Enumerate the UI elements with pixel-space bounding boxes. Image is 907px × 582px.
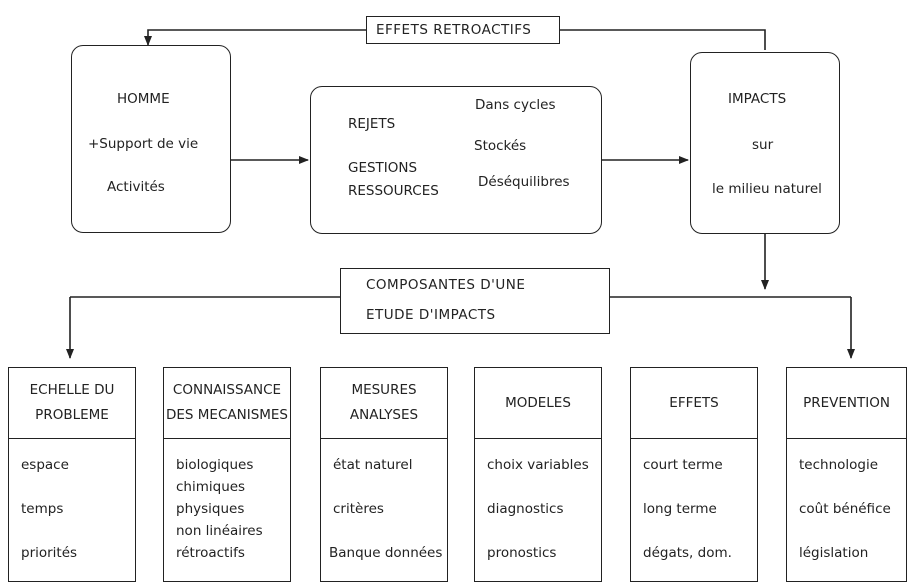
category-effets: EFFETS court terme long terme dégats, do… (630, 367, 758, 582)
category-prevention: PREVENTION technologie coût bénéfice lég… (786, 367, 907, 582)
category-heading: EFFETS (669, 394, 719, 411)
category-heading: PREVENTION (803, 394, 890, 411)
feedback-arrow (144, 29, 366, 46)
category-heading: ECHELLE DU (29, 382, 115, 398)
homme-support: +Support de vie (88, 136, 199, 152)
category-connaissance: CONNAISSANCE DES MECANISMES biologiques c… (163, 367, 291, 582)
category-item: temps (21, 501, 64, 517)
composantes-line1: COMPOSANTES D'UNE (366, 277, 526, 293)
category-item: Banque données (329, 545, 443, 561)
desequilibres-label: Déséquilibres (478, 174, 570, 190)
category-item: choix variables (487, 457, 589, 473)
category-item: biologiques (176, 457, 254, 473)
feedback-label: EFFETS RETROACTIFS (376, 22, 532, 38)
dans-cycles-label: Dans cycles (475, 97, 556, 113)
category-item: législation (799, 545, 869, 561)
rejets-label: REJETS (348, 116, 396, 132)
category-item: chimiques (176, 479, 246, 495)
category-heading: MESURES (351, 382, 417, 398)
impacts-sur: sur (752, 137, 774, 153)
category-item: critères (333, 501, 384, 517)
category-modeles: MODELES choix variables diagnostics pron… (474, 367, 602, 582)
category-item: dégats, dom. (643, 545, 732, 561)
category-heading: ANALYSES (349, 407, 419, 423)
feedback-line (560, 29, 766, 50)
impacts-milieu: le milieu naturel (712, 181, 822, 197)
homme-title: HOMME (117, 91, 170, 107)
category-item: physiques (176, 501, 245, 517)
category-item: long terme (643, 501, 717, 517)
feedback-label-box (366, 16, 560, 44)
category-heading: PROBLEME (35, 407, 109, 423)
category-heading: CONNAISSANCE (172, 382, 282, 398)
composantes-line2: ETUDE D'IMPACTS (366, 307, 496, 323)
category-item: état naturel (333, 457, 413, 473)
category-item: coût bénéfice (799, 501, 891, 517)
category-item: non linéaires (176, 523, 263, 539)
category-item: rétroactifs (176, 545, 245, 561)
category-echelle: ECHELLE DU PROBLEME espace temps priorité… (8, 367, 136, 582)
impacts-box (690, 52, 840, 234)
stockes-label: Stockés (474, 138, 527, 154)
impacts-title: IMPACTS (728, 91, 787, 107)
category-mesures: MESURES ANALYSES état naturel critères Ba… (320, 367, 448, 582)
category-heading: DES MECANISMES (165, 407, 289, 423)
category-item: priorités (21, 545, 78, 561)
homme-box (71, 45, 231, 233)
category-item: pronostics (487, 545, 557, 561)
ressources-label: RESSOURCES (348, 183, 439, 199)
category-heading: MODELES (505, 394, 571, 411)
category-item: espace (21, 457, 69, 473)
center-box (310, 86, 602, 234)
homme-activites: Activités (107, 179, 165, 195)
category-item: diagnostics (487, 501, 564, 517)
composantes-box (340, 268, 610, 334)
category-item: technologie (799, 457, 879, 473)
category-item: court terme (643, 457, 723, 473)
gestions-label: GESTIONS (348, 160, 418, 176)
